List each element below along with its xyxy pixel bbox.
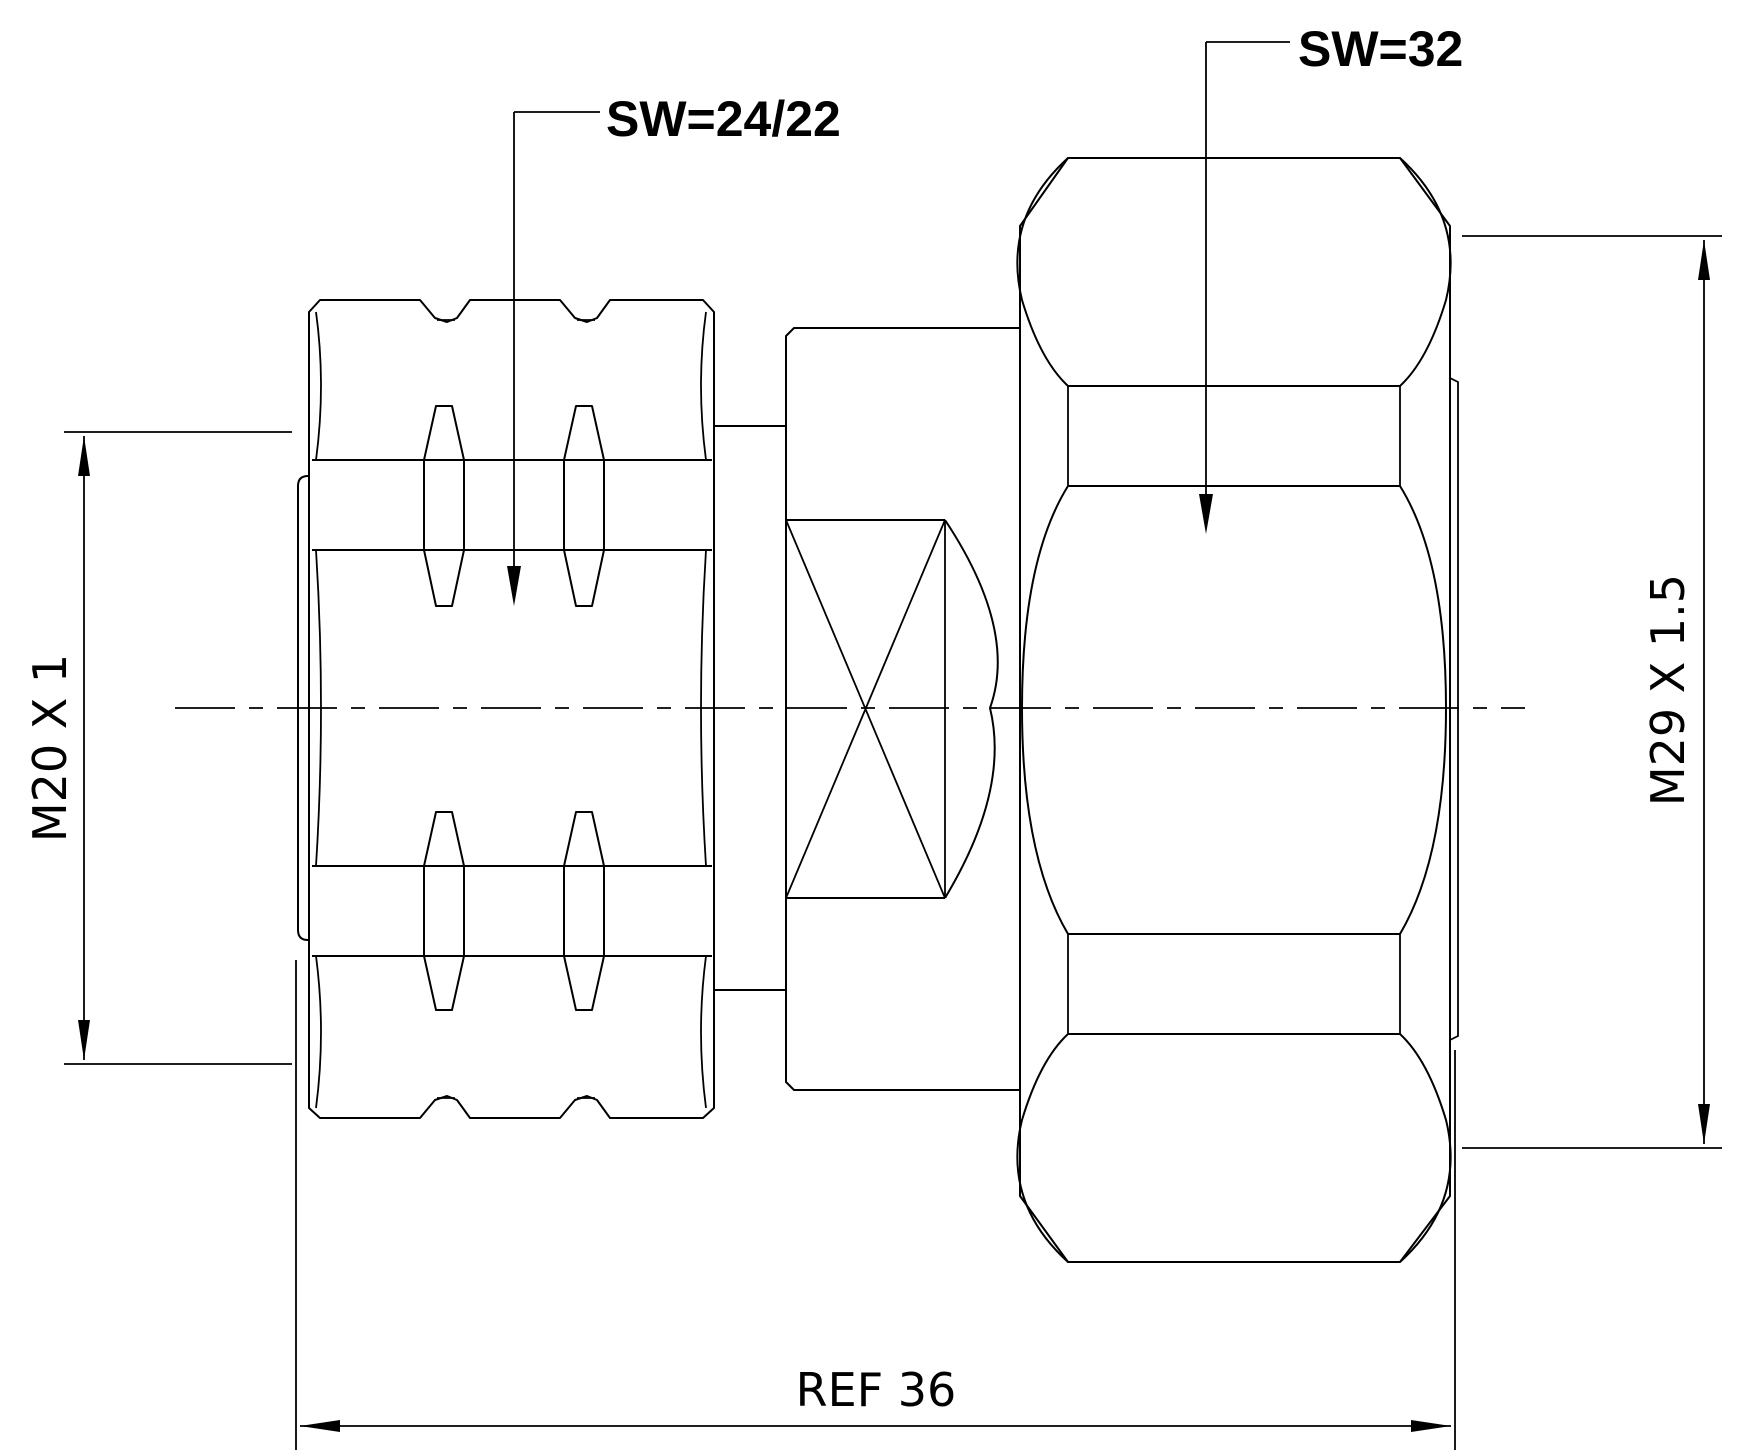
arrow-head (1411, 1420, 1451, 1432)
arrow-head (1199, 494, 1213, 534)
left-nut-face-curve (700, 311, 707, 461)
left-nut-rib (563, 811, 605, 1011)
left-nut-face-curve (315, 955, 322, 1109)
dimension-thread-right: M29 X 1.5 (1462, 235, 1722, 1149)
leader-hex-left: SW=24/22 (507, 91, 841, 606)
middle-body (785, 327, 1021, 1091)
right-body-hex (1016, 157, 1459, 1263)
arrow-head (78, 1020, 90, 1060)
dimension-thread-left: M20 X 1 (23, 431, 292, 1065)
arrow-head (507, 566, 521, 606)
arrow-head (300, 1420, 340, 1432)
left-nut-rib (423, 811, 465, 1011)
hex-right-label: SW=32 (1298, 21, 1463, 77)
middle-body-dome (944, 519, 999, 899)
thread-right-label: M29 X 1.5 (1641, 574, 1695, 806)
right-hex-rear-flange (1449, 377, 1459, 1041)
left-nut-rib (563, 405, 605, 607)
leader-hex-right: SW=32 (1199, 21, 1463, 534)
left-nut-outline (308, 299, 715, 1119)
neck (714, 425, 786, 991)
left-nut-front-flange (297, 475, 309, 941)
right-hex-face-curve (1399, 485, 1447, 935)
arrow-head (1698, 240, 1710, 280)
right-hex-face-curve (1399, 157, 1452, 387)
left-nut-face-curve (315, 549, 322, 867)
middle-body-outline (785, 327, 1021, 1091)
left-nut-face-curve (700, 955, 707, 1109)
arrow-head (78, 436, 90, 476)
right-hex-face-curve (1016, 1033, 1069, 1263)
right-hex-face-curve (1399, 1033, 1452, 1263)
thread-left-label: M20 X 1 (23, 654, 77, 842)
left-nut-face-curve (700, 549, 707, 867)
dimension-length: REF 36 (295, 960, 1456, 1450)
left-nut-rib (423, 405, 465, 607)
right-hex-face-curve (1016, 157, 1069, 387)
right-hex-face-curve (1021, 485, 1069, 935)
left-coupling-nut (297, 299, 715, 1119)
hex-left-label: SW=24/22 (606, 91, 841, 147)
length-label: REF 36 (796, 1363, 957, 1417)
middle-body-cross (785, 519, 946, 899)
arrow-head (1698, 1104, 1710, 1144)
left-nut-face-curve (315, 311, 322, 461)
right-hex-outline (1019, 157, 1451, 1263)
